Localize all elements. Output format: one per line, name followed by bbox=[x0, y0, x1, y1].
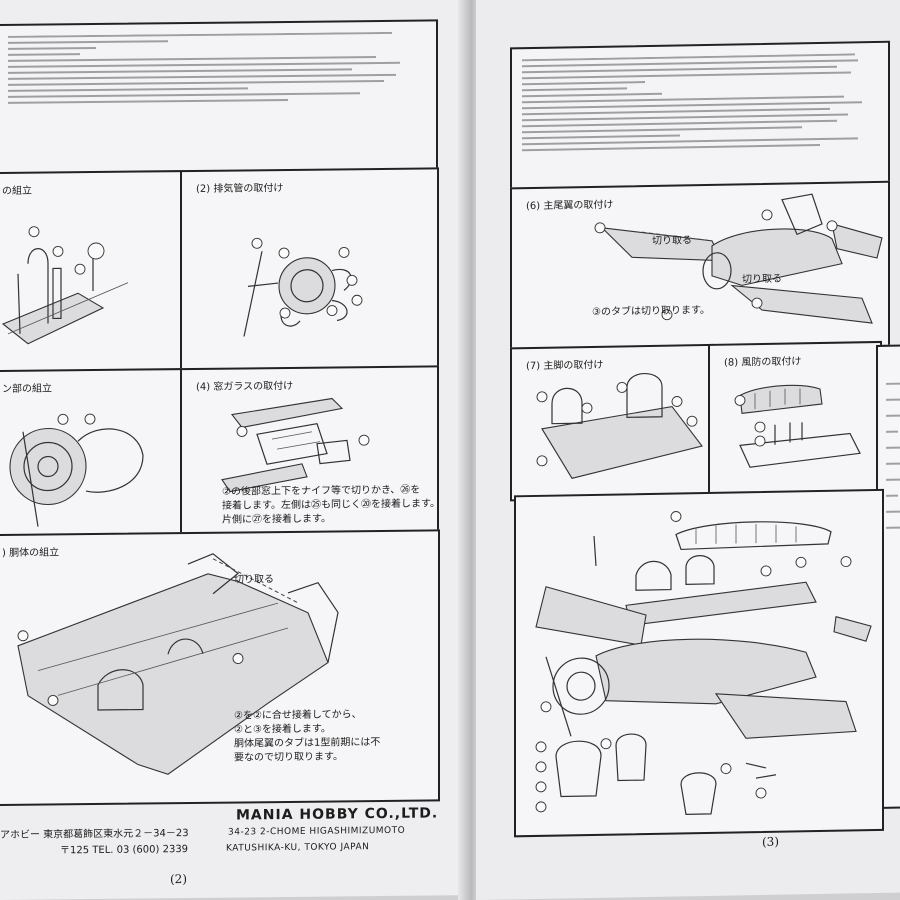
step-5-note: ②を②に合せ接着してから、 ②と③を接着します。 胴体尾翼のタブは1型前期には不… bbox=[234, 709, 381, 764]
main-wing-tail-drawing bbox=[594, 193, 883, 324]
illegible-japanese-text bbox=[8, 31, 408, 166]
exhaust-pipe-drawing bbox=[243, 237, 363, 337]
step-panel-4: (4) 窓ガラスの取付け ②の後部窓上下をナイフ等で切りかき、㉖を 接着します。… bbox=[180, 365, 439, 539]
step-panel-1: の組立 bbox=[0, 170, 186, 377]
step-panel-2: (2) 排気管の取付け bbox=[180, 167, 439, 375]
window-glass-drawing bbox=[221, 397, 370, 493]
company-address-en-1: 34-23 2-CHOME HIGASHIMIZUMOTO bbox=[228, 825, 406, 838]
step-6-note: ③のタブは切り取ります。 bbox=[592, 304, 710, 318]
illegible-english-text bbox=[522, 53, 872, 179]
company-address-jp: アホビー 東京都葛飾区東水元２－34－23 bbox=[0, 828, 189, 841]
step-panel-5: ) 胴体の組立 切り取る ②を②に合せ接着してから、 ②と③を接着します。 胴体… bbox=[0, 529, 440, 807]
left-page: の組立 (2) 排気管の取付け bbox=[0, 0, 468, 900]
step-panel-7: (7) 主脚の取付け bbox=[510, 343, 714, 502]
final-assembly-drawing bbox=[535, 511, 872, 815]
instructions-text-box bbox=[0, 19, 438, 179]
right-page: (6) 主尾翼の取付け 切り取る 切り取る ③のタブは切り取ります。 (7) 主… bbox=[476, 0, 900, 900]
step-4-note: ②の後部窓上下をナイフ等で切りかき、㉖を 接着します。左側は㉕も同じく⑳を接着し… bbox=[222, 484, 439, 526]
fuselage-assembly-drawing bbox=[17, 553, 339, 775]
company-name-en: MANIA HOBBY CO.,LTD. bbox=[236, 805, 439, 824]
instructions-text-box-english bbox=[510, 40, 890, 192]
page-number: (2) bbox=[170, 872, 187, 887]
step-panel-8: (8) 風防の取付け bbox=[708, 340, 882, 498]
engine-assembly-drawing bbox=[9, 413, 144, 527]
cut-off-label-2: 切り取る bbox=[742, 273, 782, 286]
cut-off-label-1: 切り取る bbox=[652, 235, 692, 247]
step-panel-6: (6) 主尾翼の取付け 切り取る 切り取る ③のタブは切り取ります。 bbox=[510, 180, 890, 354]
page-number: (3) bbox=[762, 834, 779, 850]
cut-off-label: 切り取る bbox=[234, 574, 274, 586]
main-landing-gear-drawing bbox=[536, 373, 703, 479]
step-panel-3: ン部の組立 bbox=[0, 368, 186, 541]
seat-assembly-drawing bbox=[1, 226, 129, 345]
company-phone-jp: 〒125 TEL. 03 (600) 2339 bbox=[60, 844, 189, 857]
company-address-en-2: KATUSHIKA-KU, TOKYO JAPAN bbox=[226, 842, 370, 854]
parts-list-column bbox=[886, 382, 900, 782]
final-assembly-panel bbox=[514, 488, 884, 838]
canopy-drawing bbox=[734, 384, 861, 468]
